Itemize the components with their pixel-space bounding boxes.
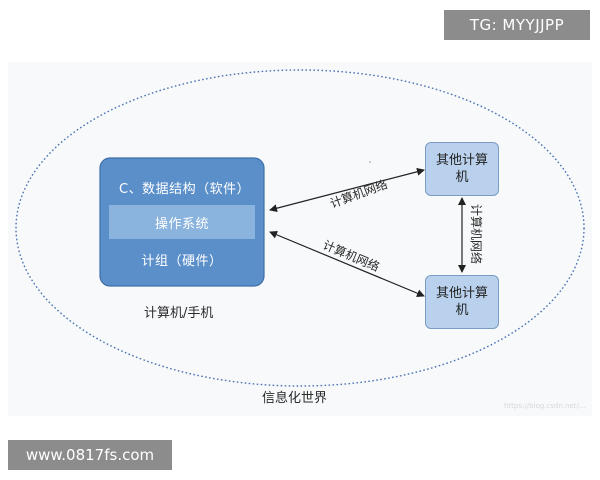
os-layer: 操作系统 [109,205,255,239]
world-label: 信息化世界 [262,391,328,406]
faint-watermark: https://blog.csdn.net/... [504,402,586,410]
top-watermark: TG: MYYJJPP [444,10,590,40]
software-layer: C、数据结构（软件） [109,170,255,204]
world-ellipse [15,69,585,387]
bottom-watermark: www.0817fs.com [8,440,172,470]
upper-link-arrow [269,167,425,213]
lower-link-arrow [269,230,425,298]
stray-dot [369,161,371,163]
hardware-layer: 计组（硬件） [109,242,255,276]
lower-link-label: 计算机网络 [321,237,382,274]
other-computer-bottom: 其他计算机 [425,275,499,329]
upper-link-label: 计算机网络 [328,176,390,211]
computer-caption: 计算机/手机 [144,306,214,321]
vertical-link-label: 计算机网络 [469,204,484,264]
other-computer-top: 其他计算机 [425,142,499,196]
